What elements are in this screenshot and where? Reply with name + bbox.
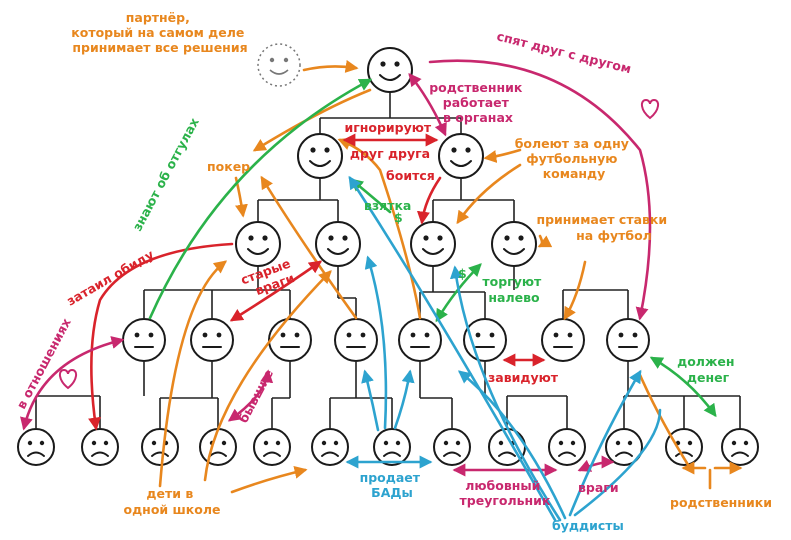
staff-neutral-face-icon bbox=[268, 318, 312, 362]
junior-sad-face-icon bbox=[665, 428, 703, 466]
afraid-label: боится bbox=[386, 168, 435, 183]
junior-sad-face-icon bbox=[373, 428, 411, 466]
tree-l1-to-l2 bbox=[257, 178, 515, 222]
manager-smiley-face-icon bbox=[438, 133, 484, 179]
partner-smiley-face-icon bbox=[257, 43, 301, 87]
junior-sad-face-icon bbox=[199, 428, 237, 466]
org-tree-lines bbox=[35, 92, 741, 428]
staff-neutral-face-icon bbox=[606, 318, 650, 362]
enemies-arrow bbox=[577, 455, 615, 472]
tree-root-to-l1 bbox=[319, 92, 462, 134]
staff-neutral-face-icon bbox=[398, 318, 442, 362]
blue-up-2 bbox=[361, 369, 380, 432]
relative-org-label: родственник работает в органах bbox=[429, 80, 527, 125]
partner-arrow bbox=[302, 59, 359, 73]
school-label: дети в одной школе bbox=[124, 486, 221, 517]
heart-icon bbox=[640, 98, 660, 120]
manager-smiley-face-icon bbox=[297, 133, 343, 179]
trade-label: торгуют налево bbox=[482, 274, 545, 305]
football-arrow bbox=[483, 148, 522, 163]
junior-sad-face-icon bbox=[311, 428, 349, 466]
ignore-label: игнорируют друг друга bbox=[344, 120, 435, 161]
faces bbox=[17, 43, 759, 466]
grudge-label: затаил обиду bbox=[64, 247, 156, 309]
relatives-label: родственники bbox=[670, 495, 772, 510]
stakes-arrow-down bbox=[563, 260, 587, 321]
owes-arrow bbox=[649, 356, 717, 418]
staff-neutral-face-icon bbox=[541, 318, 585, 362]
afraid-arrow bbox=[416, 176, 442, 225]
junior-sad-face-icon bbox=[605, 428, 643, 466]
staff-neutral-face-icon bbox=[190, 318, 234, 362]
lead-smiley-face-icon bbox=[235, 221, 281, 267]
junior-sad-face-icon bbox=[141, 428, 179, 466]
blue-up-1 bbox=[364, 255, 388, 430]
know-leave-arrow bbox=[148, 78, 373, 320]
bribe-label: взятка bbox=[364, 198, 411, 213]
football-arrow-2 bbox=[456, 163, 522, 225]
poker-arrow-left bbox=[234, 176, 248, 218]
lead-smiley-face-icon bbox=[491, 221, 537, 267]
football-fan-arrow bbox=[337, 137, 422, 320]
exes-label: бывшие bbox=[235, 367, 276, 426]
heart-icon bbox=[58, 368, 78, 390]
relationship-label: в отношениях bbox=[13, 316, 73, 412]
staff-neutral-face-icon bbox=[122, 318, 166, 362]
school-arrow-1 bbox=[158, 260, 228, 488]
tree-l2-to-l3 bbox=[143, 266, 629, 318]
dollar-icon: $ bbox=[458, 266, 467, 281]
relatives-stem bbox=[638, 373, 712, 490]
boss-smiley-face-icon bbox=[367, 47, 413, 93]
relationship-arrow bbox=[20, 336, 125, 431]
tree-l3-to-l4 bbox=[35, 362, 741, 428]
stakes-arrow bbox=[537, 234, 553, 248]
decorations: $ $ bbox=[58, 98, 660, 390]
partner-label: партнёр, который на самом деле принимает… bbox=[71, 10, 248, 55]
football-label: болеют за одну футбольную команду bbox=[515, 136, 634, 181]
buddhists-arrow-3 bbox=[568, 369, 642, 517]
poker-label: покер bbox=[207, 159, 250, 174]
know-leave-label: знают об отгулах bbox=[129, 115, 201, 233]
envy-label: завидуют bbox=[488, 370, 559, 385]
relationship-arrows bbox=[20, 59, 743, 522]
buddhists-arrow-4 bbox=[348, 175, 557, 522]
old-enemies-arrow bbox=[229, 260, 323, 322]
lead-smiley-face-icon bbox=[315, 221, 361, 267]
junior-sad-face-icon bbox=[253, 428, 291, 466]
buddhists-label: буддисты bbox=[552, 518, 624, 533]
buddhists-arrow-1 bbox=[449, 265, 562, 522]
triangle-label: любовный треугольник bbox=[460, 478, 551, 508]
trade-arrow bbox=[435, 263, 482, 323]
poker-arrow-top bbox=[252, 88, 372, 152]
enemies-label: враги bbox=[578, 480, 619, 495]
sleep-label: спят друг с другом bbox=[495, 28, 633, 76]
stakes-label: принимает ставки на футбол bbox=[536, 212, 671, 243]
dollar-icon: $ bbox=[394, 210, 403, 225]
junior-sad-face-icon bbox=[433, 428, 471, 466]
junior-sad-face-icon bbox=[721, 428, 759, 466]
buddhists-arrow-2 bbox=[457, 370, 567, 520]
poker-arrow-right bbox=[260, 175, 358, 320]
staff-neutral-face-icon bbox=[334, 318, 378, 362]
relative-org-arrow bbox=[408, 72, 447, 137]
blue-up-3 bbox=[393, 369, 415, 430]
lead-smiley-face-icon bbox=[410, 221, 456, 267]
school-arrow-3 bbox=[230, 465, 308, 494]
supplements-label: продает БАДы bbox=[360, 470, 425, 500]
junior-sad-face-icon bbox=[548, 428, 586, 466]
owes-label: должен денег bbox=[677, 354, 739, 385]
buddhists-arrow-5 bbox=[573, 408, 662, 517]
sleep-arrow bbox=[428, 59, 652, 321]
junior-sad-face-icon bbox=[17, 428, 55, 466]
junior-sad-face-icon bbox=[81, 428, 119, 466]
exes-arrow bbox=[227, 369, 274, 422]
